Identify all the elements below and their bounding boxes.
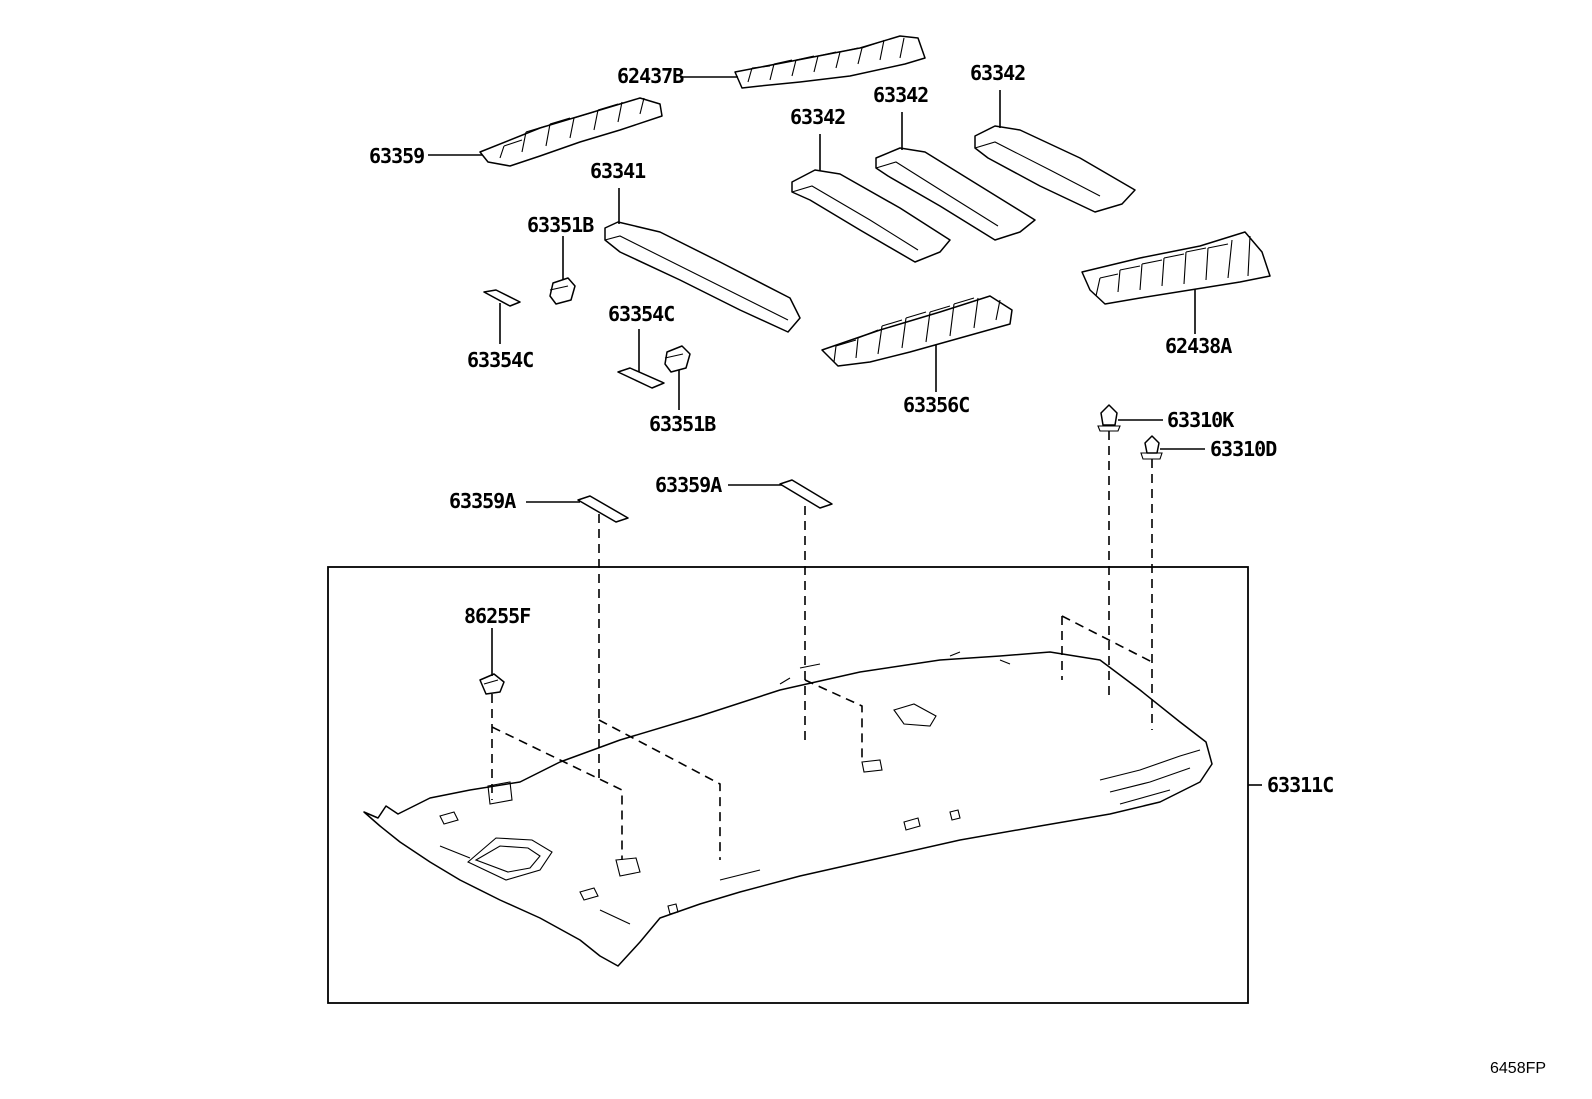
clip-63310D-drawing xyxy=(1140,435,1163,460)
part-63359A-right-drawing xyxy=(779,479,833,509)
label-63359A-right: 63359A xyxy=(655,473,722,497)
label-63310K: 63310K xyxy=(1167,408,1234,432)
part-63356C-drawing xyxy=(821,295,1013,367)
label-62437B: 62437B xyxy=(617,64,684,88)
label-63359A-left: 63359A xyxy=(449,489,516,513)
part-63354C-mid-drawing xyxy=(617,367,665,389)
label-86255F: 86255F xyxy=(464,604,530,628)
part-63359A-left-drawing xyxy=(577,495,629,523)
label-63354C-left: 63354C xyxy=(467,348,533,372)
part-63342b-drawing xyxy=(875,147,1036,241)
label-63351B-bottom: 63351B xyxy=(649,412,716,436)
clip-63310K-drawing xyxy=(1097,404,1121,432)
label-63311C: 63311C xyxy=(1267,773,1333,797)
label-63356C: 63356C xyxy=(903,393,969,417)
label-63342-a: 63342 xyxy=(790,105,845,129)
label-63342-c: 63342 xyxy=(970,61,1025,85)
label-63310D: 63310D xyxy=(1210,437,1277,461)
label-63341: 63341 xyxy=(590,159,646,183)
part-63341-drawing xyxy=(604,221,801,333)
part-62438A-drawing xyxy=(1081,231,1271,305)
label-63354C-mid: 63354C xyxy=(608,302,674,326)
part-63354C-left-drawing xyxy=(483,289,521,307)
part-63342a-drawing xyxy=(791,169,951,263)
label-63342-b: 63342 xyxy=(873,83,928,107)
headliner-63311C-drawing xyxy=(363,651,1213,967)
part-63359-drawing xyxy=(479,97,663,167)
figure-code: 6458FP xyxy=(1490,1060,1546,1077)
label-63351B-top: 63351B xyxy=(527,213,594,237)
part-63342c-drawing xyxy=(974,125,1136,213)
assembly-dashed-lines xyxy=(491,431,1153,860)
clip-86255F-drawing xyxy=(479,673,505,695)
label-63359: 63359 xyxy=(369,144,424,168)
part-63351B-bottom-drawing xyxy=(664,345,691,373)
label-62438A: 62438A xyxy=(1165,334,1232,358)
part-62437B-drawing xyxy=(734,35,926,89)
part-63351B-top-drawing xyxy=(549,277,576,305)
